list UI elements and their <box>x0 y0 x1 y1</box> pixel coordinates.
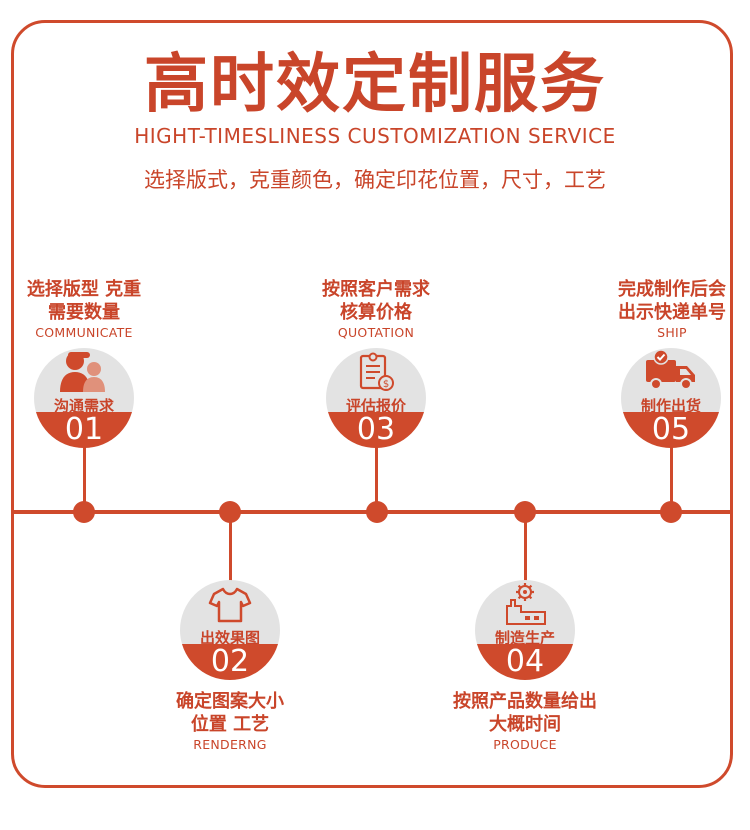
step-04-english: PRODUCE <box>493 737 557 752</box>
step-05-stem <box>670 447 673 511</box>
step-05-number-band <box>621 412 721 448</box>
quote-document-icon: $ <box>359 352 394 391</box>
step-01-line1: 选择版型 克重 <box>26 279 142 300</box>
page-tagline: 选择版式，克重颜色，确定印花位置，尺寸，工艺 <box>144 168 606 192</box>
step-03-circle-label: 评估报价 <box>345 397 406 415</box>
step-02-english: RENDERNG <box>193 737 267 752</box>
people-icon <box>60 352 105 392</box>
step-03-number-band <box>326 412 426 448</box>
step-03-line2: 核算价格 <box>340 302 412 323</box>
step-05-english: SHIP <box>657 325 687 340</box>
step-05-caption: 完成制作后会 出示快递单号 SHIP <box>596 278 748 342</box>
tshirt-icon <box>208 587 252 623</box>
step-05-badge: 制作出货 05 <box>621 348 721 448</box>
step-04-circle-label: 制造生产 <box>494 629 555 647</box>
step-03-stem <box>375 447 378 511</box>
svg-text:$: $ <box>383 379 389 390</box>
step-04-caption: 按照产品数量给出 大概时间 PRODUCE <box>429 690 621 754</box>
step-01-stem <box>83 447 86 511</box>
step-04-number-band <box>475 644 575 680</box>
step-02-stem <box>229 512 232 582</box>
step-02-circle-label: 出效果图 <box>199 629 260 647</box>
step-02-number-band <box>180 644 280 680</box>
step-01-circle-label: 沟通需求 <box>53 397 114 415</box>
step-03-line1: 按照客户需求 <box>322 279 430 300</box>
step-04-line2: 大概时间 <box>489 714 561 735</box>
step-02-number: 02 <box>210 644 250 679</box>
step-01-line2: 需要数量 <box>48 302 120 323</box>
step-01-english: COMMUNICATE <box>35 325 133 340</box>
step-03-number: 03 <box>356 412 396 447</box>
step-04-badge: 制造生产 04 <box>475 580 575 680</box>
step-05-number: 05 <box>651 412 691 447</box>
step-03-caption: 按照客户需求 核算价格 QUOTATION <box>300 278 452 342</box>
step-04-number: 04 <box>505 644 545 679</box>
step-05-dot <box>660 501 682 523</box>
step-01-number: 01 <box>64 412 104 447</box>
step-03-english: QUOTATION <box>337 325 415 340</box>
step-04-stem <box>524 512 527 582</box>
step-01-dot <box>73 501 95 523</box>
step-04-line1: 按照产品数量给出 <box>453 691 597 712</box>
factory-gear-icon <box>506 583 546 625</box>
step-01-number-band <box>34 412 134 448</box>
step-02-caption: 确定图案大小 位置 工艺 RENDERNG <box>154 690 306 754</box>
outer-frame <box>11 20 733 788</box>
step-02-line2: 位置 工艺 <box>190 714 270 735</box>
step-03-dot <box>366 501 388 523</box>
step-02-line1: 确定图案大小 <box>176 691 284 712</box>
step-01-badge: 沟通需求 01 <box>34 348 134 448</box>
delivery-truck-icon <box>646 350 695 390</box>
step-05-circle-label: 制作出货 <box>640 397 701 415</box>
step-03-badge: $ 评估报价 03 <box>326 348 426 448</box>
step-05-line2: 出示快递单号 <box>618 302 726 323</box>
step-02-badge: 出效果图 02 <box>180 580 280 680</box>
page-title: 高时效定制服务 <box>144 48 606 122</box>
step-01-caption: 选择版型 克重 需要数量 COMMUNICATE <box>8 278 160 342</box>
page-subtitle: HIGHT-TIMESLINESS CUSTOMIZATION SERVICE <box>134 124 616 148</box>
step-05-line1: 完成制作后会 <box>618 279 726 300</box>
